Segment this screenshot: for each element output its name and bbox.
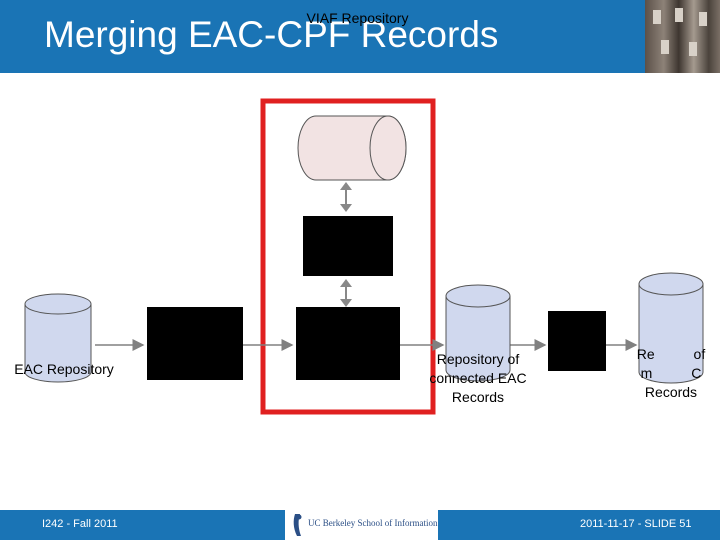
viaf-repository-label: VIAF Repository [306, 10, 409, 26]
school-logo: UC Berkeley School of Information [285, 510, 438, 540]
merged-repository-cylinder [638, 272, 704, 384]
slide-title: Merging EAC-CPF Records [44, 14, 499, 55]
process-box-viaf [303, 216, 393, 276]
process-box-2 [296, 307, 400, 380]
logo-mark-icon [293, 514, 302, 536]
highlight-box [260, 98, 436, 415]
double-arrow-mid [340, 279, 352, 307]
double-arrow-top [340, 182, 352, 212]
footer-slide-number: 2011-11-17 - SLIDE 51 [580, 518, 692, 530]
process-box-1 [147, 307, 243, 380]
connected-repository-label: Repository of connected EAC Records [429, 351, 527, 405]
eac-repository-label: EAC Repository [14, 361, 114, 377]
header-bar: Merging EAC-CPF Records [0, 0, 720, 73]
logo-text: UC Berkeley School of Information [308, 518, 438, 528]
process-box-3 [548, 311, 606, 371]
footer-course: I242 - Fall 2011 [42, 518, 118, 530]
header-photo [645, 0, 720, 73]
connected-repository-cylinder [445, 284, 511, 382]
viaf-cylinder [297, 115, 407, 181]
footer-bar: I242 - Fall 2011 UC Berkeley School of I… [0, 510, 720, 540]
merged-repository-label: Re of m C Records [636, 346, 706, 400]
eac-repository-cylinder [24, 293, 92, 383]
